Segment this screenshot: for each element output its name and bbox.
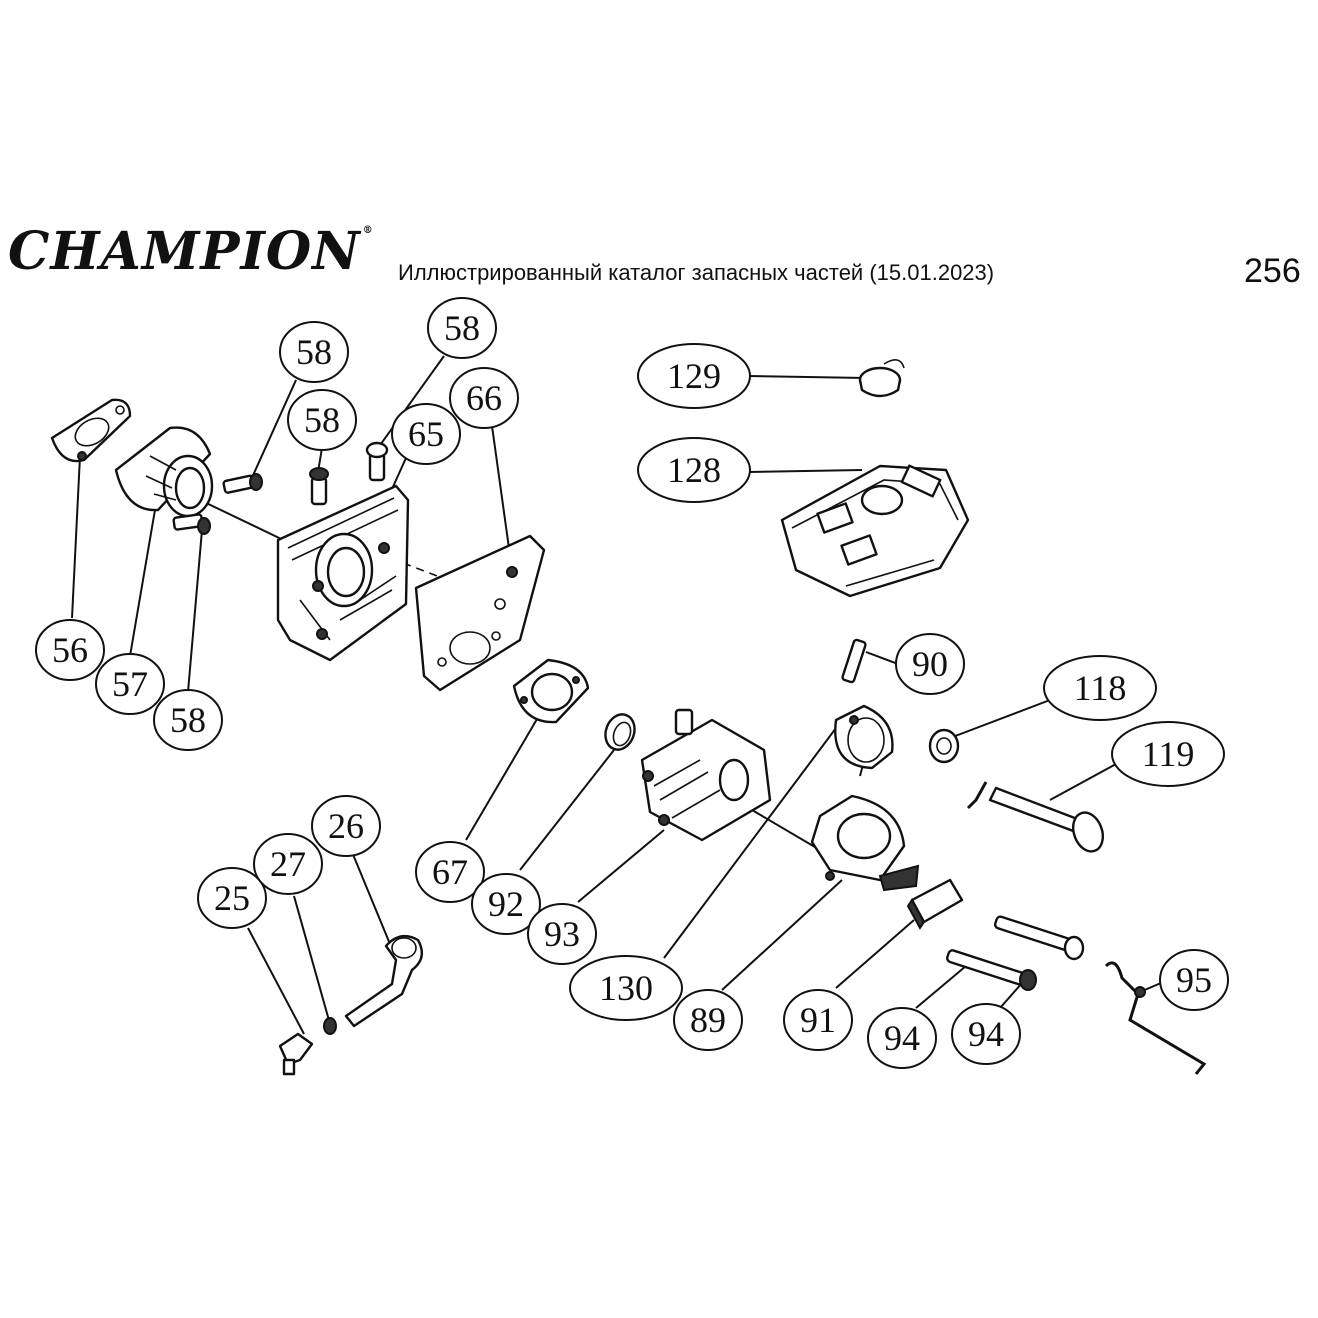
callout-label: 27: [270, 844, 306, 884]
callout-label: 57: [112, 664, 148, 704]
air-adapter-89: [810, 794, 920, 892]
callout-27: 27: [253, 833, 323, 895]
callout-95: 95: [1159, 949, 1229, 1011]
callout-label: 92: [488, 884, 524, 924]
callout-89: 89: [673, 989, 743, 1051]
gasket-130: [834, 704, 894, 770]
callout-58-bottom: 58: [153, 689, 223, 751]
callout-label: 26: [328, 806, 364, 846]
callout-119: 119: [1111, 721, 1225, 787]
callout-label: 56: [52, 630, 88, 670]
catalog-title: Иллюстрированный каталог запасных частей…: [398, 260, 995, 285]
callout-label: 118: [1074, 668, 1127, 708]
callout-label: 119: [1142, 734, 1195, 774]
carburetor-93: [640, 708, 772, 842]
callout-label: 130: [599, 968, 653, 1008]
screw-58-b: [309, 467, 329, 506]
callout-118: 118: [1043, 655, 1157, 721]
callout-67: 67: [415, 841, 485, 903]
carburetor-base-65: [276, 484, 410, 662]
callout-91: 91: [783, 989, 853, 1051]
callout-label: 58: [170, 700, 206, 740]
o-ring-92: [604, 713, 636, 751]
air-filter-cover-128: [780, 464, 970, 598]
shaft-119: [966, 781, 1105, 853]
intake-flange-57: [114, 426, 214, 518]
callout-label: 58: [304, 400, 340, 440]
callout-66: 66: [449, 367, 519, 429]
callout-label: 95: [1176, 960, 1212, 1000]
callout-129: 129: [637, 343, 751, 409]
callout-58-top-right: 58: [427, 297, 497, 359]
callout-label: 91: [800, 1000, 836, 1040]
callout-label: 89: [690, 1000, 726, 1040]
gasket-67: [512, 658, 590, 724]
callout-94-right: 94: [951, 1003, 1021, 1065]
callout-58-center: 58: [287, 389, 357, 451]
callout-130: 130: [569, 955, 683, 1021]
callout-93: 93: [527, 903, 597, 965]
filter-element-91: [906, 878, 964, 930]
callout-57: 57: [95, 653, 165, 715]
registered-mark: ®: [362, 225, 374, 236]
callout-label: 129: [667, 356, 721, 396]
screw-58-c: [365, 441, 389, 482]
callout-58-top-left: 58: [279, 321, 349, 383]
cap-129: [858, 359, 905, 398]
leader-lines: [71, 355, 1169, 1035]
gasket-56: [50, 398, 132, 463]
callout-label: 94: [884, 1018, 920, 1058]
washer-27: [323, 1017, 337, 1035]
callout-label: 65: [408, 414, 444, 454]
callout-94-left: 94: [867, 1007, 937, 1069]
stud-90: [841, 638, 867, 684]
callout-label: 58: [296, 332, 332, 372]
callout-25: 25: [197, 867, 267, 929]
hose-26: [344, 934, 424, 1028]
callout-label: 58: [444, 308, 480, 348]
callout-label: 90: [912, 644, 948, 684]
callout-65: 65: [391, 403, 461, 465]
brand-name: CHAMPION: [8, 221, 361, 282]
callout-label: 94: [968, 1014, 1004, 1054]
screw-58-d: [172, 513, 211, 535]
callout-26: 26: [311, 795, 381, 857]
callout-128: 128: [637, 437, 751, 503]
rod-95: [1104, 961, 1207, 1075]
heat-shield-66: [414, 534, 546, 692]
brand-logo: CHAMPION®: [8, 226, 374, 278]
bolt-94-b: [993, 915, 1085, 961]
callout-56: 56: [35, 619, 105, 681]
bolt-94-a: [946, 949, 1037, 991]
callout-label: 25: [214, 878, 250, 918]
fitting-25: [278, 1032, 314, 1076]
callout-label: 128: [667, 450, 721, 490]
callout-label: 93: [544, 914, 580, 954]
callout-90: 90: [895, 633, 965, 695]
knob-118: [928, 728, 960, 764]
page-number: 256: [1244, 252, 1301, 290]
screw-58-a: [222, 473, 263, 494]
callout-label: 67: [432, 852, 468, 892]
callout-label: 66: [466, 378, 502, 418]
callout-92: 92: [471, 873, 541, 935]
